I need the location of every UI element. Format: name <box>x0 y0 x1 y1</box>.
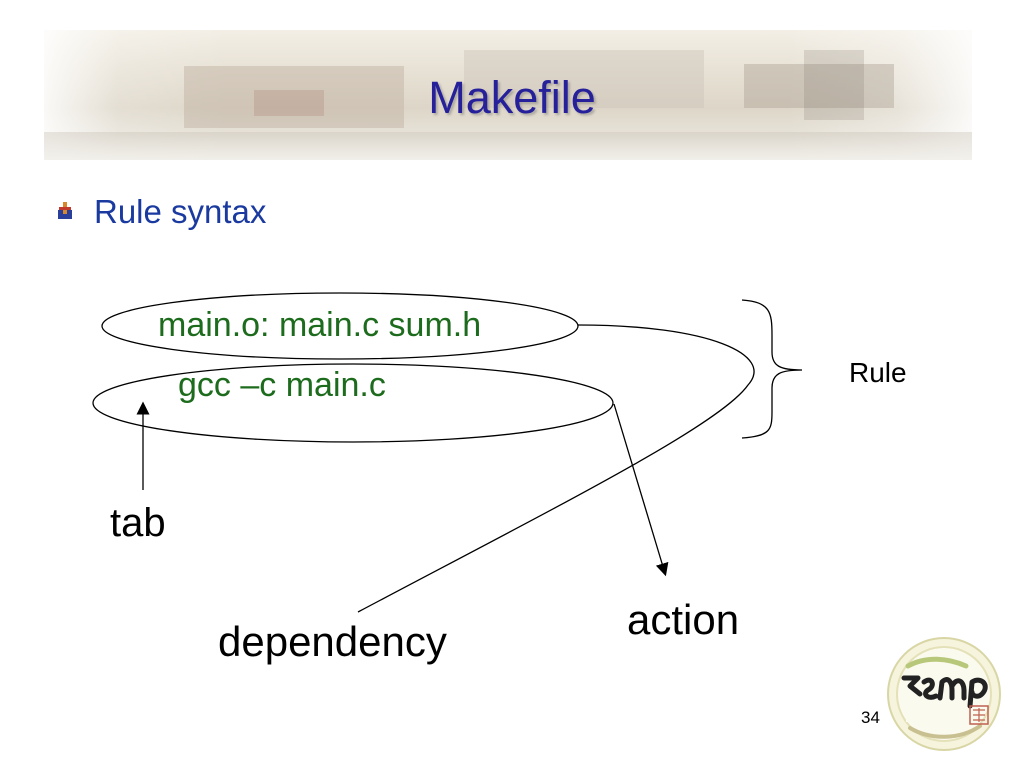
rule-brace <box>741 299 803 439</box>
rule-label: Rule <box>849 357 907 388</box>
dependency-ellipse <box>101 292 579 360</box>
dependency-label: dependency <box>218 618 447 665</box>
banner-shape <box>184 66 404 128</box>
bullet-text: Rule syntax <box>94 193 267 230</box>
action-arrow <box>613 403 669 577</box>
bullet-icon <box>58 202 72 219</box>
rule-dependency-line: main.o: main.c sum.h <box>158 306 482 344</box>
banner-shape <box>744 64 894 108</box>
banner-shape <box>254 90 324 116</box>
action-label: action <box>627 596 740 643</box>
slide-title: Makefile <box>428 72 596 123</box>
rule-action-line: gcc –c main.c <box>178 366 386 404</box>
banner-shape <box>804 50 864 120</box>
page-number: 34 <box>861 708 880 727</box>
title-banner <box>44 30 972 160</box>
ismp-lab-logo <box>887 637 1001 751</box>
action-ellipse <box>92 363 614 443</box>
tab-label: tab <box>110 501 166 545</box>
banner-shape <box>44 132 972 160</box>
dependency-connector <box>357 324 755 613</box>
banner-shape <box>464 50 704 108</box>
